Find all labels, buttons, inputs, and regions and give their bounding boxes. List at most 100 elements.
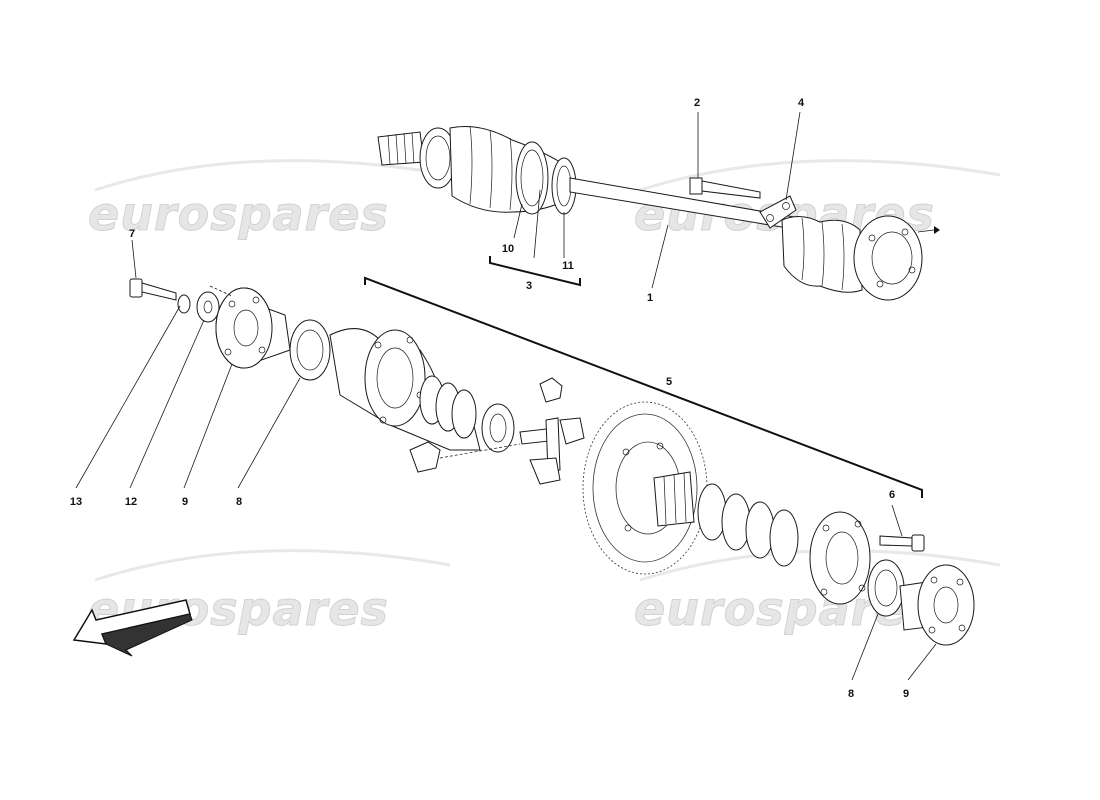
boot-fold [489,129,493,209]
bracket-group-5 [364,276,923,498]
shaft-spline-end [377,131,425,166]
leader-9-right [907,643,937,681]
diff-case-right [809,511,871,605]
washer-9 [196,291,220,323]
bolt-hole [958,624,966,632]
leader-3a [533,189,541,259]
bolt-7-head [129,278,143,298]
spline-line [395,133,399,165]
bolt-hole [379,416,387,424]
callout-3: 3 [526,280,532,292]
flange-center [233,309,259,347]
leader-8-right [851,613,879,681]
bolt-hole [956,578,964,586]
boot-fold [801,217,805,281]
case-inner [376,347,414,409]
callout-13: 13 [70,496,82,508]
insertion-arrow [209,285,233,297]
leader-7 [131,239,137,279]
bearing-race [874,569,898,607]
bolt-2-head [689,177,703,195]
left-flange-group [129,278,331,381]
bolt-hole [820,588,828,596]
leader-lines [75,111,937,681]
callout-1: 1 [647,292,653,304]
clutch-plate [769,509,799,567]
clutch-plate [745,501,775,559]
callout-12: 12 [125,496,137,508]
callout-5: 5 [666,376,672,388]
gear-bore [489,413,507,443]
boot-fold [509,137,513,211]
ring-bolt-hole [622,448,630,456]
bolt-7-shank [141,282,177,301]
bolt-hole [252,296,260,304]
callout-11: 11 [562,260,574,272]
callout-6: 6 [889,489,895,501]
leader-8-left [237,377,301,489]
callout-8-right: 8 [848,688,854,700]
watermark-top-left: eurospares [88,187,389,241]
drive-shaft-assembly [377,125,940,301]
clutch-plate [451,389,477,439]
boot-fold [841,223,845,291]
bolt-hole [876,280,884,288]
bolt-6-shank [879,535,913,547]
bolt-hole [228,300,236,308]
spline-line [673,473,677,524]
callout-10: 10 [502,243,514,255]
boot-fold [821,221,825,287]
ring-gear-inner [592,413,698,563]
bracket-hole [782,202,790,210]
leader-1 [651,224,669,289]
outer-cv-flange [853,215,923,301]
case-inner [825,531,859,585]
bracket-hole [766,214,774,222]
watermark-swoosh [94,159,451,192]
differential-left-half [329,328,585,485]
bolt-hole [224,348,232,356]
callout-labels: 2 4 10 11 3 1 7 5 13 12 9 8 6 8 9 [70,97,909,700]
flange-center [933,586,959,624]
boot-clamp-10 [515,141,549,215]
bolt-hole [406,336,414,344]
callout-2: 2 [694,97,700,109]
diff-case-flange [364,329,426,427]
pinion-gear-right [559,417,585,445]
leader-13 [75,305,181,489]
leader-4 [785,111,801,201]
bolt-6-head [911,534,925,552]
spline-line [663,475,667,525]
watermark-swoosh [94,549,451,582]
clutch-plate [721,493,751,551]
bolt-hole [258,346,266,354]
bolt-hole [822,524,830,532]
callout-9-right: 9 [903,688,909,700]
bolt-hole [858,584,866,592]
ring-bolt-hole [624,524,632,532]
bolt-hole [868,234,876,242]
leader-10 [513,203,523,239]
bracket-group-3 [489,256,581,287]
bolt-hole [928,626,936,634]
washer-hole [203,300,213,314]
bearing-8-right [867,559,905,617]
clutch-plate [697,483,727,541]
clamp-inner [520,149,544,207]
spline-line [403,132,407,164]
side-gear-right [653,471,695,527]
leader-6 [891,504,903,537]
lock-washer-12 [177,294,191,314]
bearing-8-left [289,319,331,381]
assembly-line [439,443,521,459]
pinion-gear-top [539,377,563,403]
pinion-gear-left [409,441,441,473]
bolt-hole [908,266,916,274]
ring-bolt-hole [656,442,664,450]
bolt-hole [901,228,909,236]
callout-9-left: 9 [182,496,188,508]
bolt-2-shank [701,180,761,199]
spline-line [387,134,391,165]
watermark-swoosh [639,159,1001,192]
